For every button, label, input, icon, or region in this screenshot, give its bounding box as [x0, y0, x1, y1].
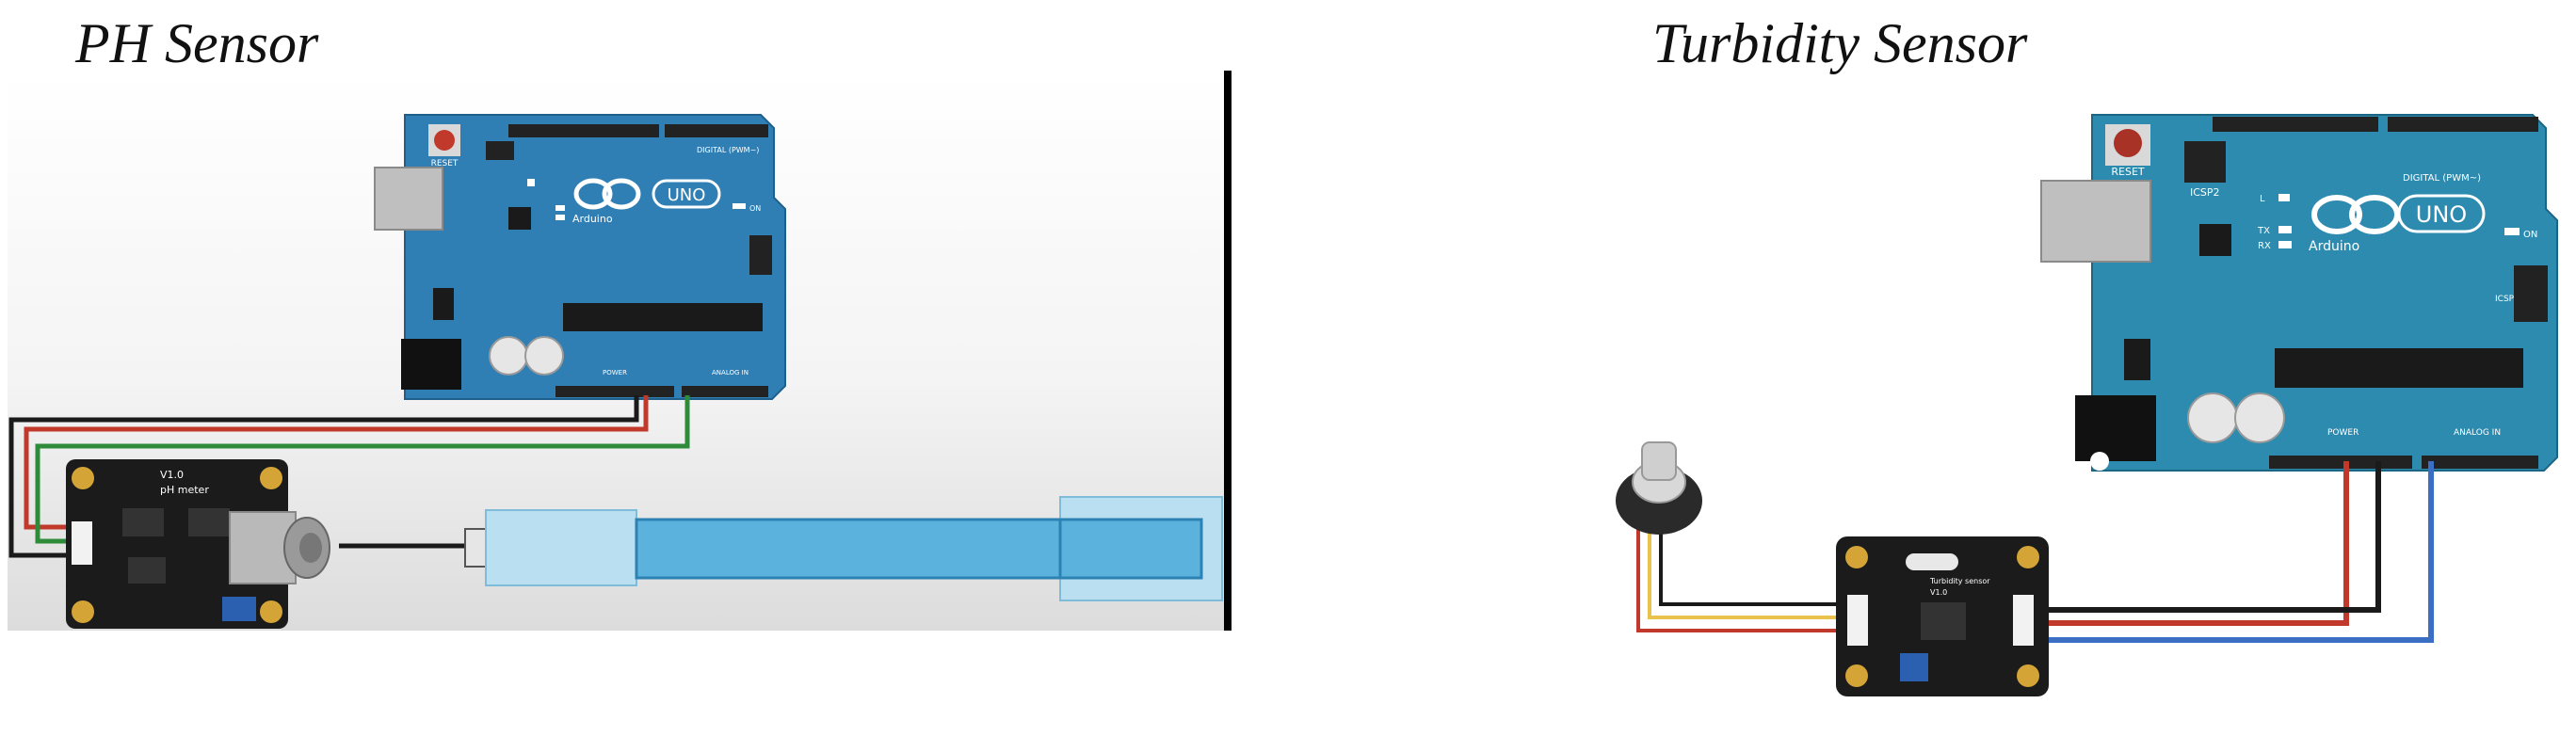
turbidity-wire-black: [2043, 461, 2381, 613]
turbidity-wires: [1636, 461, 2434, 643]
ph-module-label: pH meter: [160, 484, 209, 496]
turbidity-module: Turbidity sensor V1.0: [1836, 536, 2049, 696]
ph-probe: [464, 496, 1223, 601]
turbidity-analog-label: ANALOG IN: [2454, 428, 2501, 438]
turbidity-brand-label: Arduino: [2309, 239, 2359, 254]
ph-on-label: ON: [749, 204, 761, 213]
turbidity-wire-red: [2043, 461, 2349, 626]
ph-chip-small: [508, 207, 531, 230]
turbidity-icsp-label: ICSP: [2495, 295, 2515, 304]
ph-wire-red: [24, 395, 649, 530]
ph-brand-label: Arduino: [572, 213, 613, 225]
ph-usb-connector: [374, 167, 443, 231]
turbidity-power-label: POWER: [2327, 428, 2359, 438]
turbidity-l-label: L: [2260, 194, 2265, 204]
ph-analog-label: ANALOG IN: [712, 369, 749, 376]
turbidity-arduino-logo: Arduino UNO: [2309, 194, 2486, 254]
turbidity-power-jack: [2075, 395, 2156, 461]
turbidity-arduino-board: RESET ICSP2 DIGITAL (PWM~) Arduino UNO L…: [2040, 114, 2558, 472]
turbidity-main-chip: [2275, 348, 2523, 388]
ph-arduino-board: RESET DIGITAL (PWM~) Arduino UNO ON: [374, 114, 786, 400]
turbidity-wire-blue: [2043, 461, 2434, 643]
ph-meter-module: pH meter V1.0: [66, 459, 330, 629]
turbidity-panel: RESET ICSP2 DIGITAL (PWM~) Arduino UNO L…: [1616, 114, 2558, 696]
ph-module-version: V1.0: [160, 469, 184, 481]
turbidity-usb-connector: [2040, 180, 2151, 263]
turbidity-rx-label: RX: [2258, 241, 2271, 251]
ph-model-label: UNO: [668, 185, 706, 205]
ph-reset-label: RESET: [431, 159, 459, 168]
turbidity-reset-label: RESET: [2111, 166, 2145, 178]
ph-main-chip: [563, 303, 763, 331]
turbidity-on-label: ON: [2523, 230, 2537, 240]
ph-wires: [8, 395, 690, 558]
ph-digital-label: DIGITAL (PWM~): [697, 146, 759, 154]
turbidity-sensor-caption: Turbidity Sensor: [1652, 12, 2028, 74]
turbidity-probe: [1616, 441, 1702, 535]
ph-panel: RESET DIGITAL (PWM~) Arduino UNO ON: [8, 62, 1232, 631]
ph-wire-green: [35, 395, 690, 544]
ph-arduino-logo: Arduino UNO: [572, 178, 721, 225]
turbidity-tx-label: TX: [2257, 226, 2270, 236]
turbidity-module-version: V1.0: [1930, 588, 1947, 597]
turbidity-icsp2-label: ICSP2: [2190, 186, 2220, 199]
ph-power-jack: [401, 339, 461, 390]
ph-wire-black: [8, 395, 639, 558]
ph-sensor-caption: PH Sensor: [75, 12, 319, 74]
ph-panel-divider: [1224, 71, 1232, 631]
turbidity-model-label: UNO: [2416, 201, 2467, 228]
ph-power-label: POWER: [603, 369, 627, 376]
turbidity-digital-label: DIGITAL (PWM~): [2403, 173, 2481, 184]
turbidity-module-label: Turbidity sensor: [1929, 577, 1990, 585]
